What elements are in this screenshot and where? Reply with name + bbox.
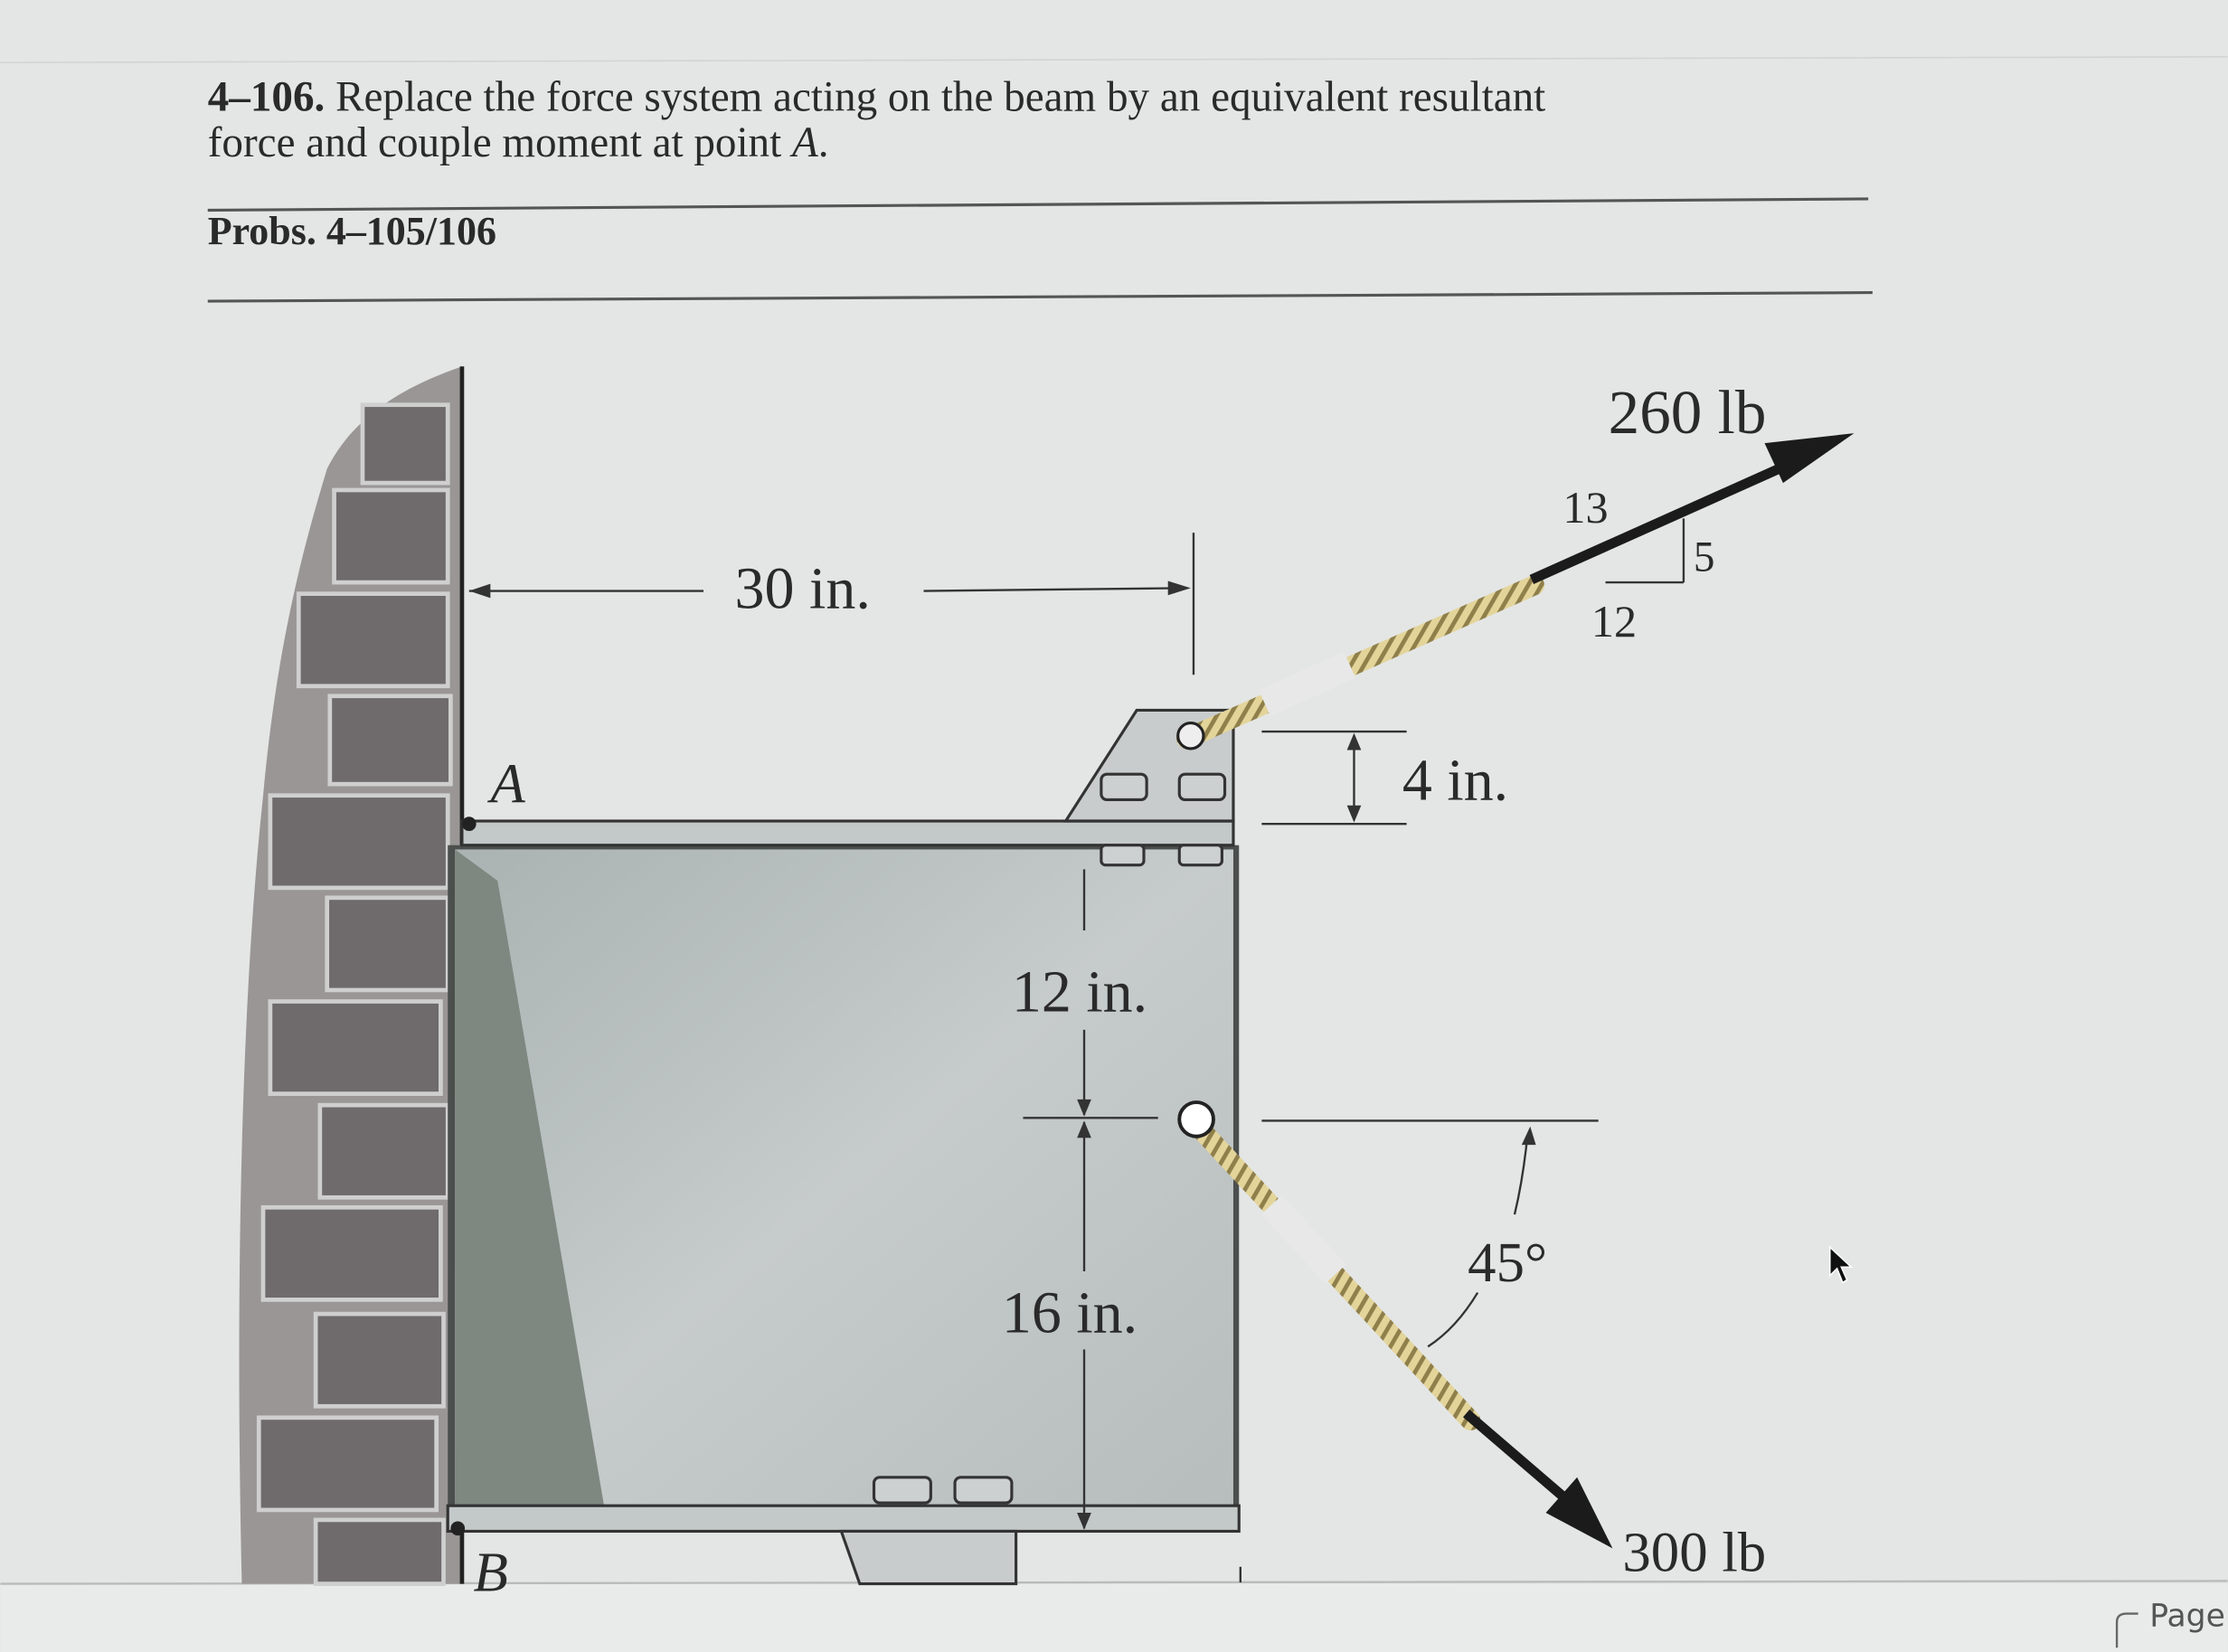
lower-cable — [1177, 1100, 1481, 1430]
dimension-12in-16in: 12 in. 16 in. — [1002, 869, 1158, 1530]
dimension-4in: 4 in. — [1261, 730, 1508, 826]
slope-rise-label: 5 — [1694, 534, 1715, 581]
point-b-label: B — [474, 1540, 508, 1603]
caption-rule-bottom — [207, 291, 1873, 303]
page-bracket-icon — [2115, 1612, 2138, 1648]
point-a-marker — [461, 817, 477, 831]
force-260-label: 260 lb — [1609, 377, 1767, 447]
force-300-label: 300 lb — [1622, 1520, 1766, 1583]
force-arrow-300lb — [1463, 1409, 1613, 1549]
brick-wall — [239, 366, 465, 1586]
top-edge — [0, 56, 2228, 63]
mouse-cursor-icon — [1828, 1245, 1854, 1284]
slope-triangle — [1605, 518, 1685, 584]
point-b-marker — [450, 1521, 466, 1536]
problem-statement-line2: force and couple moment at point A. — [208, 119, 829, 166]
slope-hypotenuse-label: 13 — [1562, 482, 1608, 533]
figure-caption: Probs. 4–105/106 — [208, 209, 496, 253]
footer-area — [0, 1583, 2228, 1652]
svg-text:16 in.: 16 in. — [1002, 1280, 1138, 1346]
svg-text:30 in.: 30 in. — [735, 555, 871, 621]
svg-text:4 in.: 4 in. — [1402, 747, 1508, 813]
force-arrow-260lb — [1529, 433, 1855, 584]
bracket — [839, 708, 1235, 1586]
svg-text:12 in.: 12 in. — [1012, 959, 1147, 1025]
page-label[interactable]: Page — [2149, 1599, 2225, 1635]
beam — [446, 819, 1241, 1534]
caption-rule-top — [207, 197, 1869, 212]
upper-cable — [1176, 575, 1544, 750]
dimension-30in: 30 in. — [468, 533, 1195, 675]
angle-label: 45° — [1468, 1231, 1547, 1294]
point-a-label: A — [486, 752, 525, 816]
slope-run-label: 12 — [1591, 596, 1637, 647]
problem-statement-line1: 4–106. Replace the force system acting o… — [208, 74, 1546, 121]
angle-reference — [1261, 1119, 1599, 1348]
